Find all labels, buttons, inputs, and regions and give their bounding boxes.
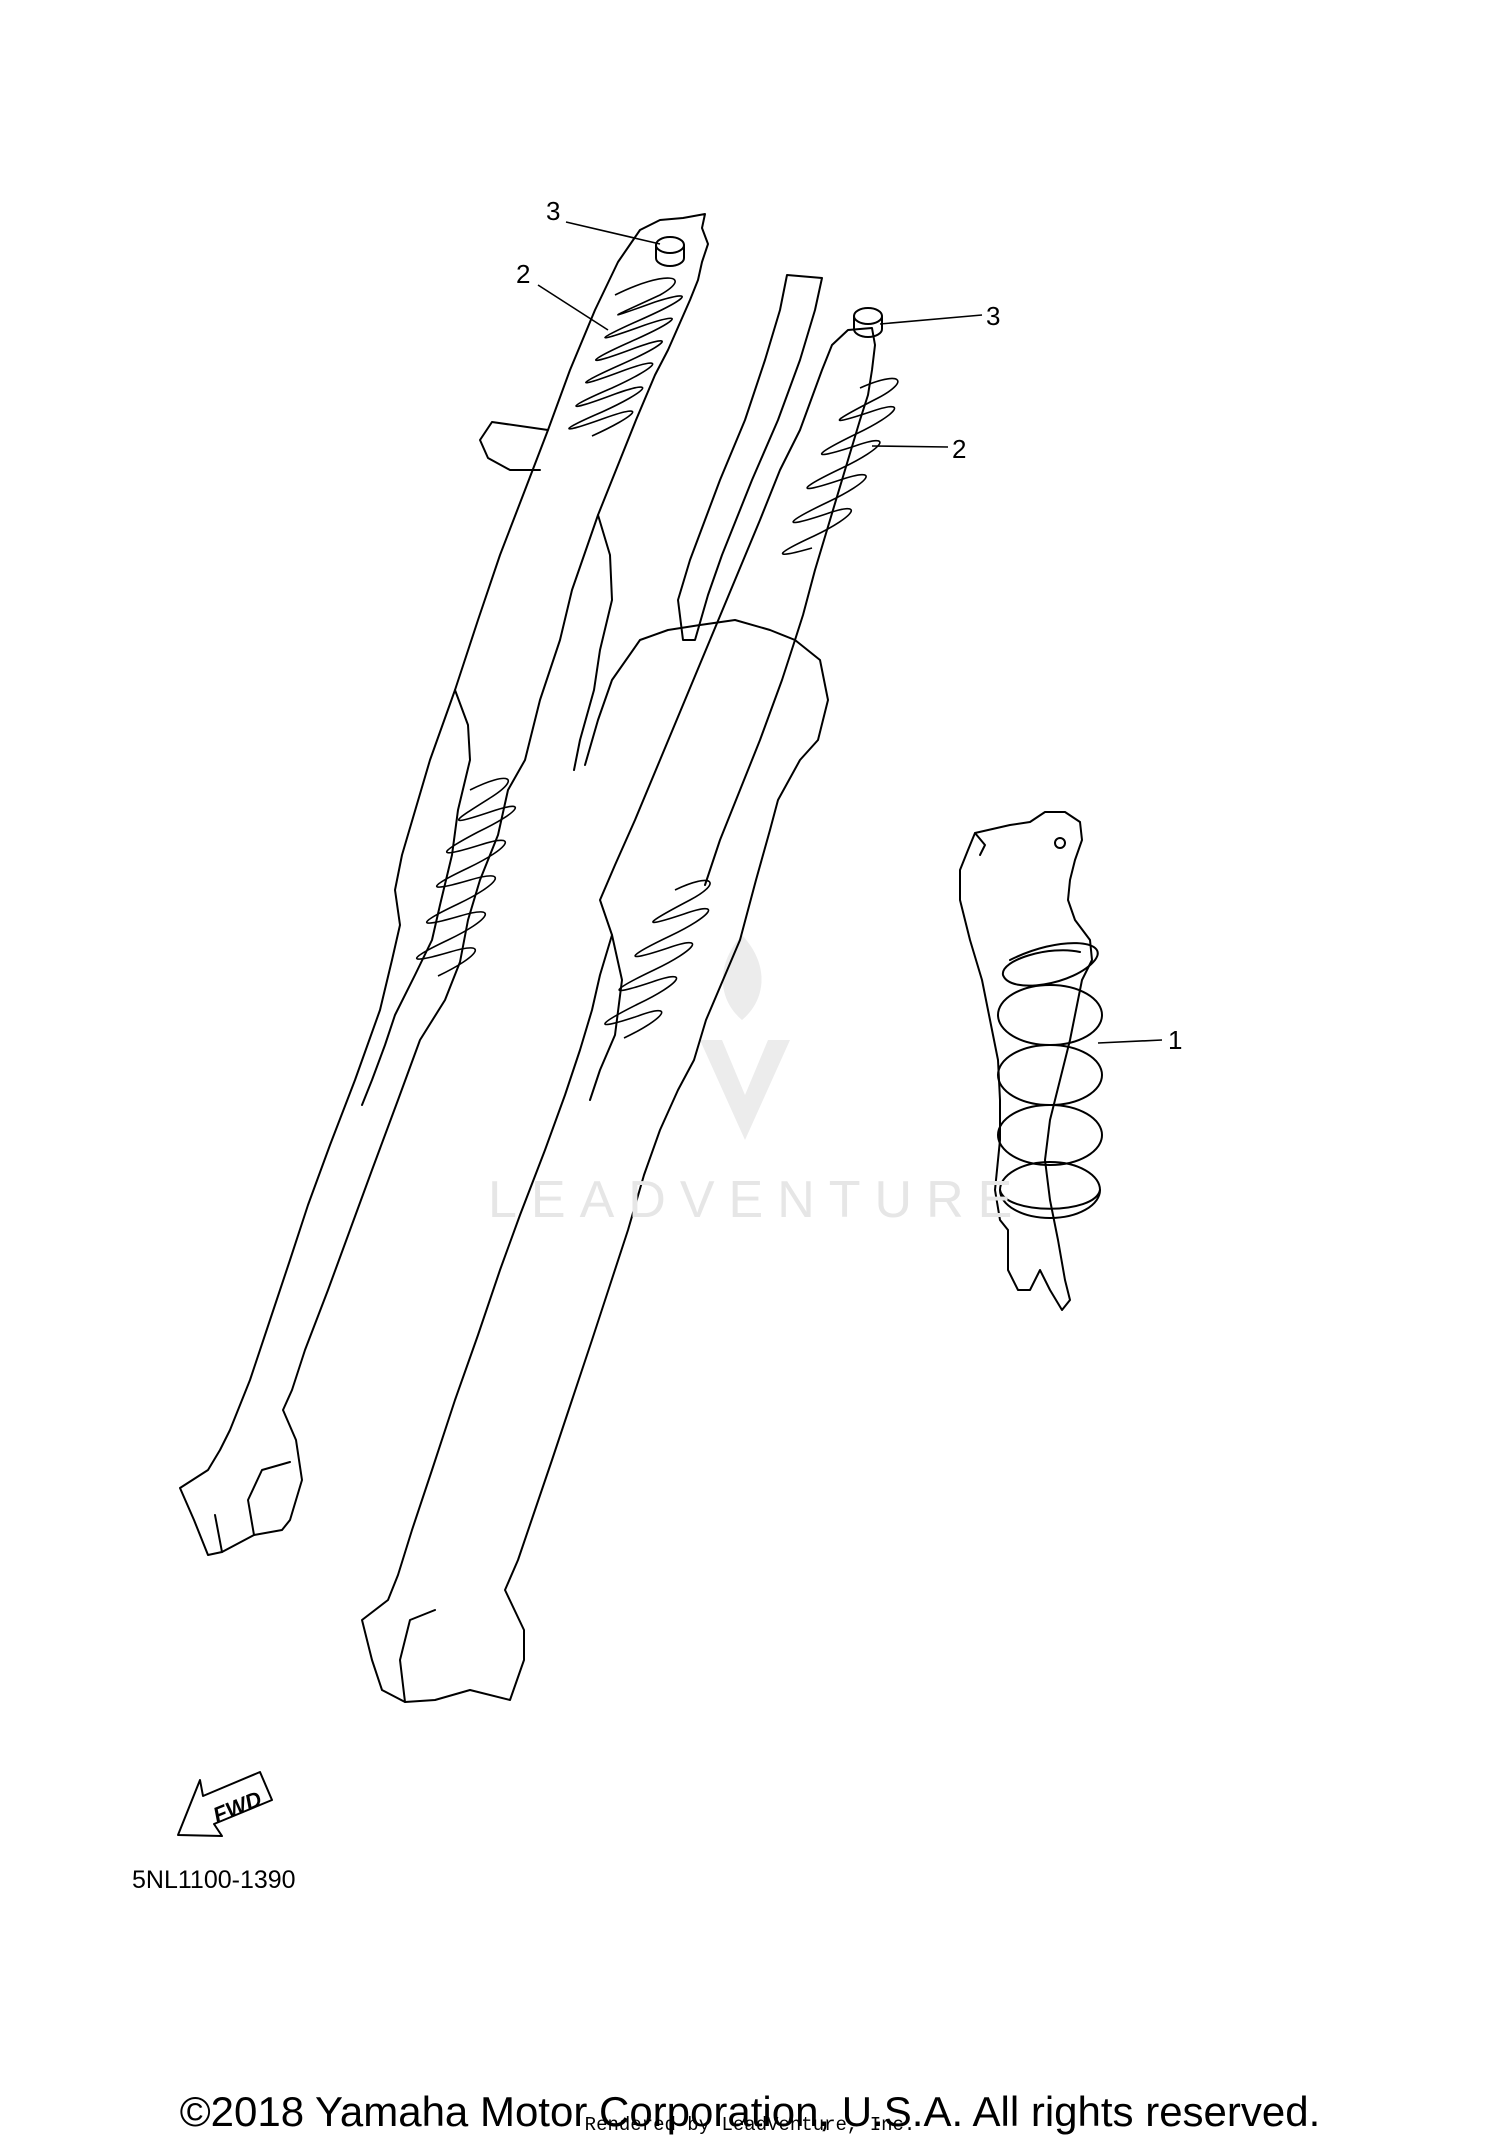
svg-text:2: 2 [952,434,966,464]
watermark-text: LEADVENTURE [488,1171,1027,1229]
left-fork-spring-lower [416,777,517,977]
rear-shock-spring [997,942,1103,1219]
callout-2-left: 2 [516,259,609,331]
diagram-id: 5NL1100-1390 [132,1866,296,1894]
left-fork-leg [179,213,709,1556]
right-fork-spring-lower [604,879,711,1039]
left-fork-spring-upper [568,277,683,437]
rear-shock-absorber [959,811,1093,1311]
watermark-logo [700,935,790,1140]
right-fork-leg [361,327,876,1703]
callout-1: 1 [1097,1025,1182,1055]
left-spacer-collar [655,236,685,267]
center-fork-tube [677,274,823,641]
callout-3-right: 3 [879,301,1000,331]
callout-2-right: 2 [871,434,966,464]
rendered-by-credit: Rendered by LeadVenture, Inc. [584,2114,916,2136]
svg-text:FWD: FWD [209,1786,265,1828]
copyright-notice: ©2018 Yamaha Motor Corporation, U.S.A. A… [179,2088,1321,2135]
right-fork-spring-upper [781,377,899,555]
svg-text:3: 3 [986,301,1000,331]
svg-text:3: 3 [546,196,560,226]
fwd-arrow-icon: FWD [177,1771,273,1837]
svg-text:2: 2 [516,259,530,289]
right-spacer-collar [853,307,883,338]
svg-text:1: 1 [1168,1025,1182,1055]
callout-3-left: 3 [546,196,661,245]
